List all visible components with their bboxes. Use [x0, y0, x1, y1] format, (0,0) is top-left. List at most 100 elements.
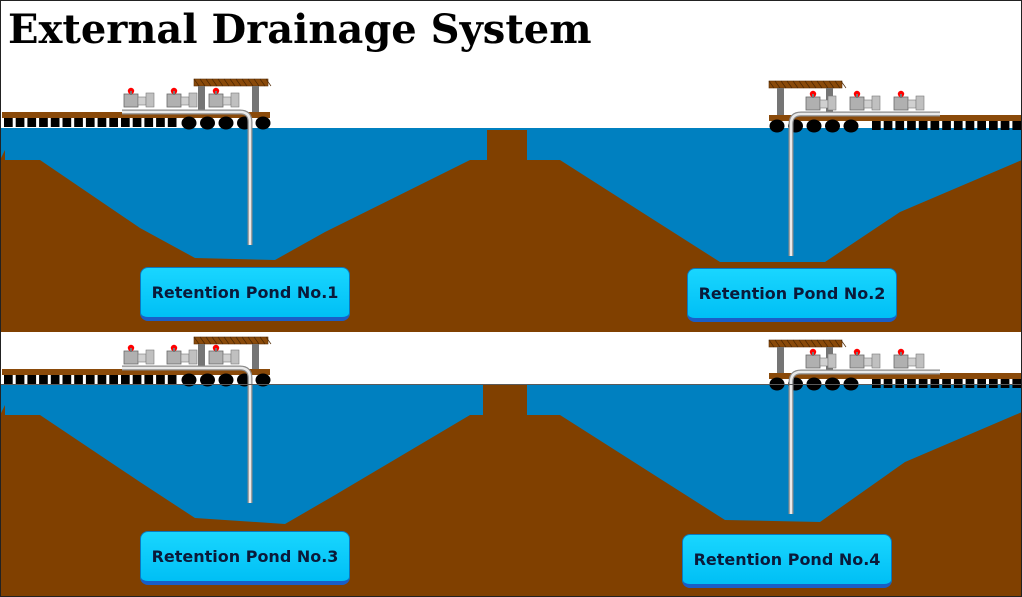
pump-1	[805, 348, 837, 369]
float-drum	[181, 373, 197, 387]
waterline	[0, 384, 1022, 385]
floor-tile	[918, 379, 928, 388]
pump-3	[208, 344, 240, 365]
floor-tile	[121, 375, 130, 384]
floor-tile	[965, 121, 975, 130]
pump-2	[849, 90, 881, 111]
pump-2	[166, 87, 198, 108]
float-drum	[255, 116, 271, 130]
floor-tile	[4, 118, 13, 127]
shelter-post	[252, 86, 259, 112]
shelter-post	[777, 347, 784, 373]
pump-2	[166, 344, 198, 365]
band-separator	[0, 332, 1022, 334]
shelter-roof	[768, 339, 843, 348]
float-drum	[181, 116, 197, 130]
floor-tile	[109, 118, 118, 127]
deck-strip	[2, 112, 270, 118]
pump-station-3	[2, 336, 272, 503]
shelter-roof	[193, 78, 269, 87]
float-drum	[806, 119, 822, 133]
floor-tile	[883, 121, 893, 130]
floor-tile	[156, 375, 165, 384]
deck-strip	[2, 369, 270, 375]
floor-tile	[15, 375, 25, 384]
floor-tile	[1012, 121, 1022, 130]
floor-tile	[942, 121, 951, 130]
floor-tile	[872, 121, 881, 130]
floor-tile	[109, 375, 118, 384]
float-drum	[200, 116, 215, 130]
shelter-roof	[768, 80, 843, 89]
float-drum	[200, 373, 215, 387]
float-drum	[218, 116, 234, 130]
retention-pond-4-label[interactable]: Retention Pond No.4	[682, 534, 892, 588]
deck-strip	[769, 373, 1022, 379]
floor-tile	[977, 121, 986, 130]
retention-pond-3-label[interactable]: Retention Pond No.3	[140, 531, 350, 585]
floor-tile	[930, 121, 940, 130]
float-drum	[769, 119, 785, 133]
floor-tile	[62, 375, 72, 384]
floor-tile	[74, 375, 83, 384]
floor-tile	[1000, 121, 1010, 130]
shelter-post	[252, 344, 259, 369]
floor-tile	[97, 375, 107, 384]
floor-tile	[907, 121, 916, 130]
shelter-roof	[193, 336, 269, 345]
float-drum	[218, 373, 234, 387]
float-drum	[843, 119, 859, 133]
pump-station-4	[768, 339, 1022, 514]
floor-tile	[167, 375, 177, 384]
pump-2	[849, 348, 881, 369]
floor-tile	[895, 379, 905, 388]
page-title: External Drainage System	[8, 6, 592, 53]
floor-tile	[1012, 379, 1022, 388]
floor-tile	[872, 379, 881, 388]
floor-tile	[85, 375, 95, 384]
floor-tile	[39, 118, 48, 127]
floor-tile	[989, 379, 998, 388]
floor-tile	[27, 118, 37, 127]
floor-tile	[144, 118, 154, 127]
floor-tile	[156, 118, 165, 127]
shelter-post	[198, 344, 205, 369]
floor-tile	[97, 118, 107, 127]
floor-tile	[965, 379, 975, 388]
floor-tile	[39, 375, 48, 384]
floor-tile	[930, 379, 940, 388]
floor-tile	[953, 379, 963, 388]
floor-tile	[942, 379, 951, 388]
floor-tile	[4, 375, 13, 384]
retention-pond-2-label[interactable]: Retention Pond No.2	[687, 268, 897, 322]
floor-tile	[883, 379, 893, 388]
pump-1	[123, 344, 155, 365]
float-drum	[825, 119, 840, 133]
floor-tile	[144, 375, 154, 384]
floor-tile	[907, 379, 916, 388]
float-drum	[255, 373, 271, 387]
shelter-post	[777, 88, 784, 115]
shelter-post	[198, 86, 205, 112]
pump-station-1	[2, 78, 272, 245]
floor-tile	[977, 379, 986, 388]
floor-tile	[1000, 379, 1010, 388]
retention-pond-1-label[interactable]: Retention Pond No.1	[140, 267, 350, 321]
floor-tile	[167, 118, 177, 127]
pump-1	[805, 90, 837, 111]
pump-1	[123, 87, 155, 108]
floor-tile	[918, 121, 928, 130]
pump-3	[893, 348, 925, 369]
floor-tile	[132, 375, 142, 384]
pump-3	[208, 87, 240, 108]
floor-tile	[85, 118, 95, 127]
pump-3	[893, 90, 925, 111]
floor-tile	[953, 121, 963, 130]
floor-tile	[121, 118, 130, 127]
floor-tile	[15, 118, 25, 127]
floor-tile	[74, 118, 83, 127]
floor-tile	[50, 375, 60, 384]
floor-tile	[895, 121, 905, 130]
